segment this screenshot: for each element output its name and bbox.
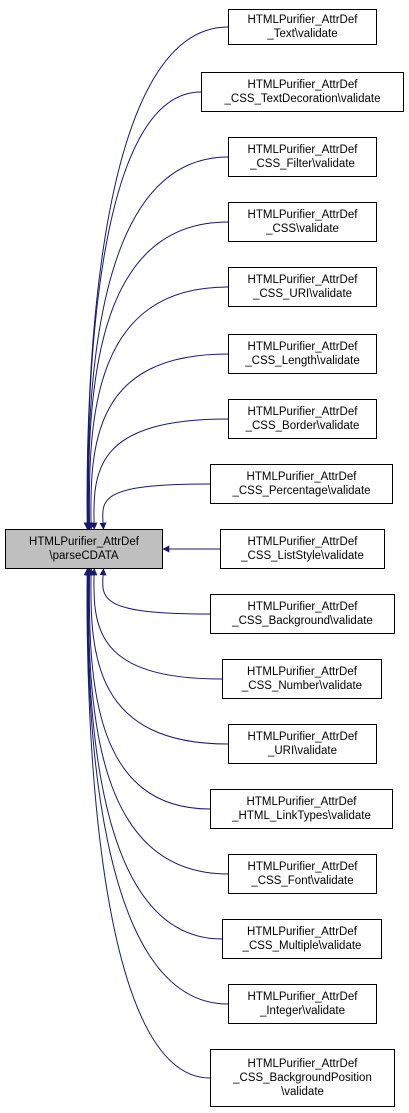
caller-node-line-1: HTMLPurifier_AttrDef bbox=[247, 731, 358, 743]
caller-node-line-1: HTMLPurifier_AttrDef bbox=[247, 536, 358, 548]
caller-node-css-length-validate[interactable]: HTMLPurifier_AttrDef _CSS_Length\validat… bbox=[228, 334, 377, 374]
caller-node-line-2: _CSS_URI\validate bbox=[252, 288, 353, 300]
caller-node-css-uri-validate[interactable]: HTMLPurifier_AttrDef _CSS_URI\validate bbox=[228, 267, 377, 307]
caller-node-uri-validate[interactable]: HTMLPurifier_AttrDef _URI\validate bbox=[228, 724, 377, 764]
caller-node-css-number-validate[interactable]: HTMLPurifier_AttrDef _CSS_Number\validat… bbox=[222, 659, 382, 699]
call-edge bbox=[99, 483, 211, 530]
caller-node-css-filter-validate[interactable]: HTMLPurifier_AttrDef _CSS_Filter\validat… bbox=[228, 137, 377, 177]
caller-node-line-1: HTMLPurifier_AttrDef bbox=[247, 14, 358, 26]
caller-node-line-2: _CSS_BackgroundPosition bbox=[233, 1072, 372, 1084]
caller-node-line-1: HTMLPurifier_AttrDef bbox=[247, 341, 358, 353]
caller-node-line-2: _CSS_Multiple\validate bbox=[242, 940, 362, 952]
caller-node-line-1: HTMLPurifier_AttrDef bbox=[247, 144, 358, 156]
caller-node-line-1: HTMLPurifier_AttrDef bbox=[247, 209, 358, 221]
caller-node-line-1: HTMLPurifier_AttrDef bbox=[247, 274, 358, 286]
call-edge bbox=[99, 568, 211, 615]
caller-node-line-1: HTMLPurifier_AttrDef bbox=[247, 79, 358, 91]
caller-node-line-1: HTMLPurifier_AttrDef bbox=[246, 796, 357, 808]
caller-node-html-linktypes-validate[interactable]: HTMLPurifier_AttrDef _HTML_LinkTypes\val… bbox=[210, 789, 393, 829]
caller-node-css-liststyle-validate[interactable]: HTMLPurifier_AttrDef _CSS_ListStyle\vali… bbox=[220, 529, 385, 569]
call-edge bbox=[90, 568, 223, 680]
caller-node-line-1: HTMLPurifier_AttrDef bbox=[247, 601, 358, 613]
caller-node-css-backgroundposition-validate[interactable]: HTMLPurifier_AttrDef _CSS_BackgroundPosi… bbox=[210, 1049, 395, 1107]
caller-node-text-validate[interactable]: HTMLPurifier_AttrDef _Text\validate bbox=[228, 9, 377, 45]
caller-node-line-1: HTMLPurifier_AttrDef bbox=[247, 406, 358, 418]
caller-node-line-1: HTMLPurifier_AttrDef bbox=[246, 471, 357, 483]
caller-node-line-1: HTMLPurifier_AttrDef bbox=[247, 861, 358, 873]
root-node-line-2: \parseCDATA bbox=[49, 550, 119, 562]
caller-node-line-2: _HTML_LinkTypes\validate bbox=[232, 810, 371, 822]
call-edge bbox=[87, 353, 229, 530]
caller-node-line-2: _CSS_TextDecoration\validate bbox=[224, 93, 381, 105]
caller-node-line-1: HTMLPurifier_AttrDef bbox=[247, 1058, 358, 1070]
call-edge bbox=[83, 568, 211, 1079]
caller-node-line-1: HTMLPurifier_AttrDef bbox=[247, 926, 357, 938]
caller-node-css-border-validate[interactable]: HTMLPurifier_AttrDef _CSS_Border\validat… bbox=[228, 399, 377, 439]
caller-node-line-2: _CSS_Number\validate bbox=[241, 680, 363, 692]
call-edge bbox=[84, 156, 229, 530]
call-edge bbox=[85, 286, 229, 530]
caller-node-line-2: _CSS_Border\validate bbox=[245, 420, 360, 432]
caller-node-line-2: _CSS_Font\validate bbox=[251, 875, 354, 887]
caller-node-line-3: \validate bbox=[281, 1086, 324, 1098]
caller-node-css-multiple-validate[interactable]: HTMLPurifier_AttrDef _CSS_Multiple\valid… bbox=[222, 919, 382, 959]
caller-node-line-1: HTMLPurifier_AttrDef bbox=[247, 666, 357, 678]
call-edge bbox=[87, 568, 229, 745]
caller-node-line-2: _CSS_Length\validate bbox=[245, 355, 360, 367]
caller-node-css-textdecoration-validate[interactable]: HTMLPurifier_AttrDef _CSS_TextDecoration… bbox=[201, 72, 404, 112]
call-edge bbox=[85, 568, 229, 875]
caller-node-line-2: _Text\validate bbox=[267, 28, 338, 40]
call-edge bbox=[90, 418, 229, 530]
caller-node-line-2: _Integer\validate bbox=[259, 1005, 346, 1017]
caller-node-css-background-validate[interactable]: HTMLPurifier_AttrDef _CSS_Background\val… bbox=[210, 594, 395, 634]
root-node-line-1: HTMLPurifier_AttrDef bbox=[29, 536, 139, 548]
call-edge bbox=[84, 568, 229, 1005]
call-edge bbox=[84, 568, 223, 940]
call-edge bbox=[86, 568, 211, 810]
caller-node-line-2: _CSS_Background\validate bbox=[232, 615, 373, 627]
call-edge bbox=[84, 91, 202, 530]
caller-node-line-2: _URI\validate bbox=[267, 745, 338, 757]
root-node-parsecdata[interactable]: HTMLPurifier_AttrDef \parseCDATA bbox=[5, 529, 163, 569]
caller-node-line-2: _CSS\validate bbox=[266, 223, 339, 235]
caller-node-line-2: _CSS_Percentage\validate bbox=[232, 485, 371, 497]
caller-node-line-2: _CSS_ListStyle\validate bbox=[241, 550, 364, 562]
caller-node-line-1: HTMLPurifier_AttrDef bbox=[247, 991, 358, 1003]
caller-node-css-validate[interactable]: HTMLPurifier_AttrDef _CSS\validate bbox=[228, 202, 377, 242]
caller-node-css-percentage-validate[interactable]: HTMLPurifier_AttrDef _CSS_Percentage\val… bbox=[210, 464, 393, 504]
caller-node-css-font-validate[interactable]: HTMLPurifier_AttrDef _CSS_Font\validate bbox=[228, 854, 377, 894]
call-edge bbox=[85, 221, 229, 530]
caller-node-integer-validate[interactable]: HTMLPurifier_AttrDef _Integer\validate bbox=[228, 984, 377, 1024]
caller-node-line-2: _CSS_Filter\validate bbox=[250, 158, 355, 170]
